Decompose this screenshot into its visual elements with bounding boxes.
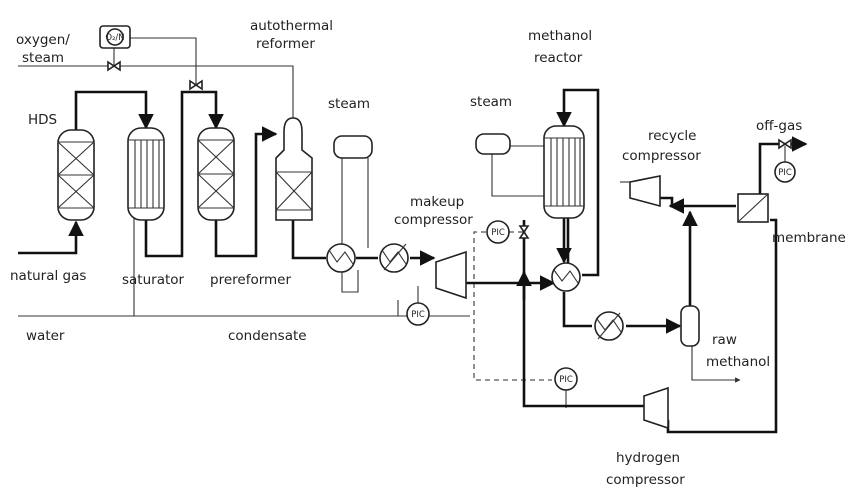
raw-methanol-outlet bbox=[691, 345, 741, 383]
label-raw-methanol-2: methanol bbox=[706, 354, 770, 370]
label-raw-methanol-1: raw bbox=[712, 332, 737, 348]
hydrogen-return bbox=[522, 220, 644, 408]
label-autothermal-2: reformer bbox=[256, 36, 315, 52]
pic-feed-instrument: PIC bbox=[406, 302, 430, 326]
label-methanol-reactor-2: reactor bbox=[534, 50, 583, 66]
label-hydrogen-compressor-2: compressor bbox=[606, 472, 685, 488]
label-natural-gas: natural gas bbox=[10, 268, 86, 284]
oxygen-steam-line bbox=[18, 65, 294, 118]
label-autothermal-1: autothermal bbox=[250, 18, 333, 34]
label-steam-left: steam bbox=[328, 96, 370, 112]
steam-drum-right bbox=[475, 133, 511, 155]
label-water: water bbox=[26, 328, 65, 344]
pic-offgas-tag: PIC bbox=[778, 168, 792, 178]
label-saturator: saturator bbox=[122, 272, 185, 288]
methanol-reactor-vessel bbox=[543, 125, 585, 219]
pic-hydrogen-instrument: PIC bbox=[554, 367, 578, 391]
label-recycle-compressor-1: recycle bbox=[648, 128, 696, 144]
steam-drum-down bbox=[491, 154, 544, 197]
atr-outlet bbox=[291, 220, 326, 260]
label-recycle-compressor-2: compressor bbox=[622, 148, 701, 164]
hds-to-saturator bbox=[74, 90, 154, 130]
label-oxygen-steam-2: steam bbox=[22, 50, 64, 66]
saturator-to-prereformer bbox=[144, 90, 224, 258]
hds-vessel bbox=[57, 129, 95, 221]
exchanger-to-cooler bbox=[562, 292, 592, 328]
label-methanol-reactor-1: methanol bbox=[528, 28, 592, 44]
reactor-feed bbox=[556, 88, 600, 277]
heat-exchanger-1 bbox=[326, 243, 356, 273]
label-membrane: membrane bbox=[772, 230, 846, 246]
prereformer-vessel bbox=[197, 127, 235, 221]
label-makeup-compressor-2: compressor bbox=[394, 212, 473, 228]
heat-exchanger-2 bbox=[379, 243, 409, 273]
offgas-valve bbox=[778, 138, 792, 150]
label-condensate: condensate bbox=[228, 328, 307, 344]
label-steam-right: steam bbox=[470, 94, 512, 110]
autothermal-reformer-vessel bbox=[275, 117, 313, 221]
membrane-unit bbox=[737, 193, 769, 223]
prereformer-to-atr bbox=[214, 126, 278, 258]
makeup-compressor bbox=[435, 250, 467, 300]
pic-makeup-instrument: PIC bbox=[486, 220, 510, 244]
pic-offgas-instrument: PIC bbox=[774, 161, 796, 183]
product-cooler bbox=[594, 311, 624, 341]
label-off-gas: off-gas bbox=[756, 118, 802, 134]
natural-gas-feed bbox=[18, 220, 84, 255]
label-oxygen-steam-1: oxygen/ bbox=[16, 32, 70, 48]
pic-hydrogen-tag: PIC bbox=[559, 375, 573, 385]
analyzer-control-signal bbox=[130, 37, 197, 85]
oxygen-analyzer: O₂/N bbox=[99, 25, 131, 49]
oxygen-valve bbox=[107, 60, 121, 72]
pic-feed-tag: PIC bbox=[411, 310, 425, 320]
makeup-valve bbox=[518, 225, 530, 239]
analyzer-tag: O₂/N bbox=[105, 33, 124, 43]
pic-makeup-tag: PIC bbox=[491, 228, 505, 238]
steam-valve bbox=[189, 79, 203, 91]
label-hds: HDS bbox=[28, 112, 57, 128]
recycle-compressor bbox=[629, 175, 661, 208]
label-hydrogen-compressor-1: hydrogen bbox=[616, 450, 680, 466]
separator-vessel bbox=[680, 305, 700, 347]
hydrogen-compressor bbox=[643, 386, 669, 430]
feed-effluent-exchanger bbox=[551, 262, 581, 292]
steam-drum-left bbox=[333, 135, 373, 159]
steam-drum-loop bbox=[341, 158, 359, 293]
label-prereformer: prereformer bbox=[210, 272, 291, 288]
recycle-outlet bbox=[660, 196, 674, 206]
saturator-vessel bbox=[127, 127, 165, 221]
control-signal-dashed bbox=[473, 231, 552, 381]
label-makeup-compressor-1: makeup bbox=[410, 194, 464, 210]
